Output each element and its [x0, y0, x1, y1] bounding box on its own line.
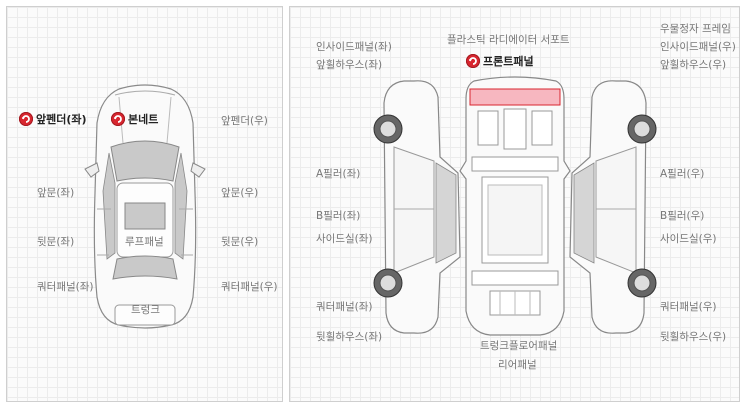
car-side-view-left [373, 80, 461, 334]
repair-icon [466, 54, 480, 68]
damage-mark-front-fender-left[interactable]: 앞펜더(좌) [19, 111, 87, 127]
damage-mark-bonnet[interactable]: 본네트 [111, 111, 158, 127]
label-quarter-left: 쿼터패널(좌) [316, 301, 373, 313]
label-quarter-left: 쿼터패널(좌) [37, 281, 94, 293]
label-inside-panel-left: 인사이드패널(좌) [316, 41, 392, 53]
label-rear-door-left: 뒷문(좌) [37, 236, 75, 248]
car-side-view-right [569, 80, 657, 334]
damage-mark-front-panel[interactable]: 프론트패널 [466, 53, 534, 69]
label-side-sill-right: 사이드실(우) [660, 233, 717, 245]
label-rear-door-right: 뒷문(우) [221, 236, 259, 248]
label-trunk: 트렁크 [131, 304, 160, 316]
label-front-door-left: 앞문(좌) [37, 187, 75, 199]
label-crossmember: 우물정자 프레임 [660, 23, 731, 35]
label-rear-panel: 리어패널 [498, 359, 537, 371]
label-roof: 루프패널 [125, 236, 164, 248]
front-panel-label: 프론트패널 [483, 55, 534, 68]
label-a-pillar-left: A필러(좌) [316, 168, 361, 180]
label-b-pillar-right: B필러(우) [660, 210, 705, 222]
frame-panel: 플라스틱 라디에이터 서포트 프론트패널 인사이드패널(좌) 앞휠하우스(좌) … [289, 6, 740, 402]
label-inside-panel-right: 인사이드패널(우) [660, 41, 736, 53]
label-quarter-right: 쿼터패널(우) [221, 281, 278, 293]
label-side-sill-left: 사이드실(좌) [316, 233, 373, 245]
bonnet-label: 본네트 [128, 113, 159, 126]
label-b-pillar-left: B필러(좌) [316, 210, 361, 222]
car-top-view [84, 84, 206, 329]
label-front-fender-right: 앞펜더(우) [221, 115, 268, 127]
label-front-wheelhouse-left: 앞휠하우스(좌) [316, 59, 383, 71]
label-front-wheelhouse-right: 앞휠하우스(우) [660, 59, 727, 71]
label-front-door-right: 앞문(우) [221, 187, 259, 199]
front-fender-left-label: 앞펜더(좌) [36, 113, 87, 126]
repair-icon [19, 112, 33, 126]
label-trunk-floor: 트렁크플로어패널 [480, 340, 558, 352]
repair-icon [111, 112, 125, 126]
label-quarter-right: 쿼터패널(우) [660, 301, 717, 313]
label-a-pillar-right: A필러(우) [660, 168, 705, 180]
exterior-panel: 앞펜더(좌) 본네트 앞펜더(우) 앞문(좌) 앞문(우) 뒷문(좌) 뒷문(우… [6, 6, 283, 402]
car-frame-view [459, 76, 571, 336]
label-rear-wheelhouse-right: 뒷휠하우스(우) [660, 331, 727, 343]
label-rear-wheelhouse-left: 뒷휠하우스(좌) [316, 331, 383, 343]
label-radiator-support: 플라스틱 라디에이터 서포트 [447, 34, 570, 46]
